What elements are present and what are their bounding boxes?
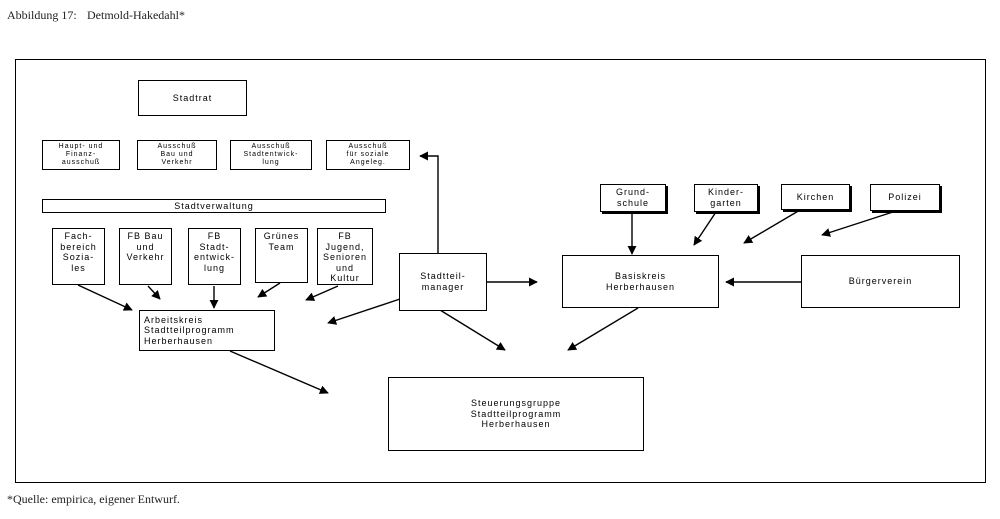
node-kirchen: Kirchen	[781, 184, 850, 210]
node-kindergarten: Kinder- garten	[694, 184, 758, 212]
arrow-fb-bau-to-arbeitskreis	[147, 285, 161, 300]
node-grundschule: Grund- schule	[600, 184, 666, 212]
node-arbeitskreis: Arbeitskreis Stadtteilprogramm Herberhau…	[139, 310, 275, 351]
node-basiskreis: Basiskreis Herberhausen	[562, 255, 719, 308]
arrow-manager-to-steuerungsgruppe	[439, 309, 506, 351]
node-ausschuss-stadtentwicklung: Ausschuß Stadtentwick- lung	[230, 140, 312, 170]
node-fb-bau-verkehr: FB Bau und Verkehr	[119, 228, 172, 285]
arrow-kindergarten-to-basiskreis	[693, 211, 717, 246]
node-gruenes-team: Grünes Team	[255, 228, 308, 283]
node-stadtverwaltung: Stadtverwaltung	[42, 199, 386, 213]
arrow-basiskreis-to-steuerungsgruppe	[567, 307, 639, 351]
arrow-kirchen-to-basiskreis	[743, 209, 801, 244]
source-note: *Quelle: empirica, eigener Entwurf.	[7, 492, 180, 507]
figure-caption: Abbildung 17: Detmold-Hakedahl*	[7, 8, 185, 23]
arrow-fb-jugend-to-arbeitskreis	[305, 285, 339, 301]
node-stadtteilmanager: Stadtteil- manager	[399, 253, 487, 311]
arrow-gruenes-team-to-arbeitskreis	[257, 282, 281, 298]
node-ausschuss-bau-verkehr: Ausschuß Bau und Verkehr	[137, 140, 217, 170]
node-fb-stadtentwicklung: FB Stadt- entwick- lung	[188, 228, 241, 285]
node-fb-jugend-senioren-kultur: FB Jugend, Senioren und Kultur	[317, 228, 373, 285]
arrow-manager-to-ausschuss-soziale	[419, 151, 439, 253]
figure-number: Abbildung 17:	[7, 8, 77, 22]
node-fb-soziales: Fach- bereich Sozia- les	[52, 228, 105, 285]
node-polizei: Polizei	[870, 184, 940, 211]
node-steuerungsgruppe: Steuerungsgruppe Stadtteilprogramm Herbe…	[388, 377, 644, 451]
source-text: empirica, eigener Entwurf.	[51, 492, 180, 506]
node-haupt-finanzausschuss: Haupt- und Finanz- ausschuß	[42, 140, 120, 170]
arrow-polizei-to-basiskreis	[821, 210, 897, 237]
node-ausschuss-soziale: Ausschuß für soziale Angeleg.	[326, 140, 410, 170]
source-prefix: *Quelle:	[7, 492, 49, 506]
node-stadtrat: Stadtrat	[138, 80, 247, 116]
diagram-frame	[15, 59, 986, 483]
node-buergerverein: Bürgerverein	[801, 255, 960, 308]
arrow-fb-soziales-to-arbeitskreis	[77, 284, 133, 311]
arrow-manager-to-arbeitskreis	[327, 298, 401, 325]
figure-title: Detmold-Hakedahl*	[87, 8, 185, 22]
arrow-arbeitskreis-to-steuerungsgruppe	[229, 350, 329, 394]
